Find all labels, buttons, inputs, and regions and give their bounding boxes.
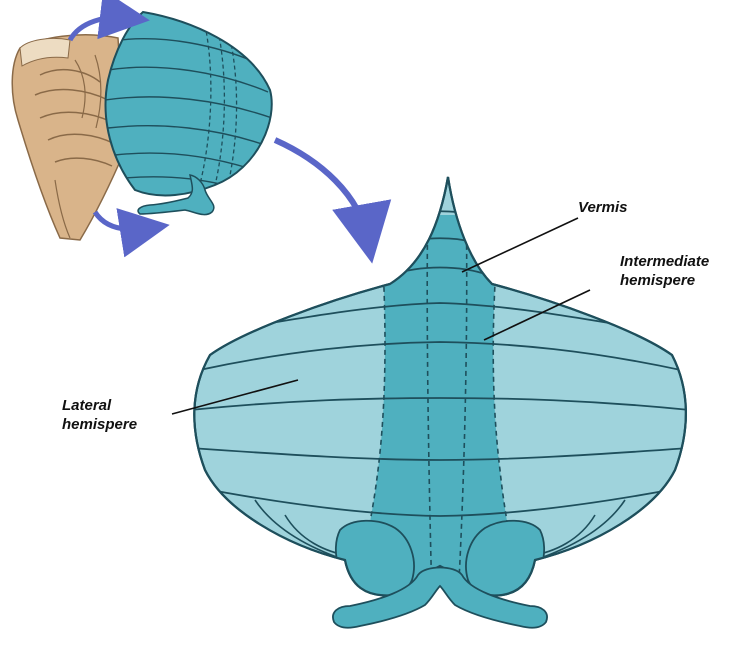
large-cerebellum bbox=[190, 177, 690, 628]
brain-illustration bbox=[12, 35, 125, 240]
lateral-hemisphere-label: Lateral hemispere bbox=[62, 396, 137, 434]
vermis-label: Vermis bbox=[578, 198, 627, 217]
small-cerebellum bbox=[105, 12, 272, 215]
intermediate-hemisphere-label: Intermediate hemispere bbox=[620, 252, 709, 290]
